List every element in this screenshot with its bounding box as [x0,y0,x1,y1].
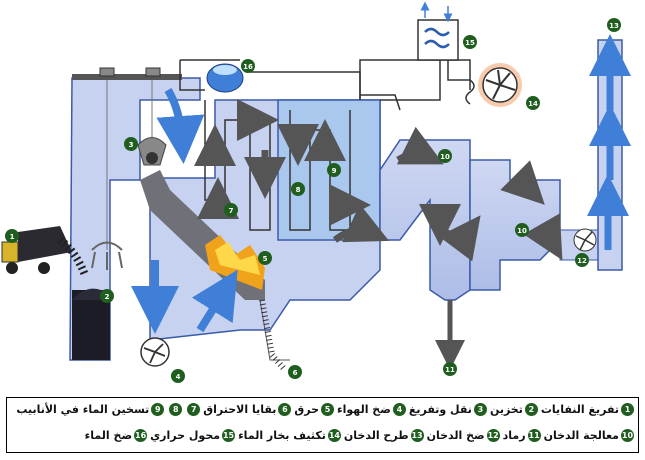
badge-6: 6 [288,365,302,379]
legend-item: 7 [185,403,201,416]
legend-label: تكثيف بخار الماء [238,429,326,442]
legend-number: 14 [327,429,341,442]
legend-label: ضخ الماء [84,429,133,442]
svg-text:15: 15 [465,39,475,47]
legend-number: 4 [392,403,406,416]
svg-text:3: 3 [129,141,134,149]
heat-exchanger [417,1,475,105]
grab-claw-full [137,137,167,166]
legend-number: 10 [621,429,634,442]
svg-text:10: 10 [440,153,450,161]
legend-number: 5 [321,403,335,416]
badge-16: 16 [241,59,255,73]
badge-8: 8 [291,182,305,196]
svg-text:6: 6 [293,369,298,377]
legend-item: 8 [167,403,183,416]
svg-text:2: 2 [105,293,110,301]
incinerator-diagram: 1 2 3 4 5 6 7 8 9 10 10 11 12 13 14 15 1… [1,1,631,383]
badge-7: 7 [224,203,238,217]
badge-10a: 10 [438,149,452,163]
badge-1: 1 [5,229,19,243]
svg-text:10: 10 [517,227,527,235]
legend-label: نقل وتفريغ [408,403,472,416]
legend-number: 13 [410,429,424,442]
legend-number: 2 [524,403,538,416]
svg-text:12: 12 [577,257,587,265]
badge-10b: 10 [515,223,529,237]
legend-label: معالجة الدخان [543,429,619,442]
legend-number: 15 [222,429,236,442]
legend-number: 9 [151,403,165,416]
legend-label: حرق [294,403,320,416]
svg-text:14: 14 [528,100,538,108]
svg-text:16: 16 [243,63,253,71]
svg-text:1: 1 [10,233,15,241]
svg-text:7: 7 [229,207,234,215]
legend-number: 12 [486,429,500,442]
svg-text:9: 9 [332,167,337,175]
legend-label: محول حراري [150,429,221,442]
legend-number: 6 [278,403,292,416]
badge-9: 9 [327,163,341,177]
steam-pipe [359,59,471,101]
legend-label: تفريغ النفايات [540,403,619,416]
badge-13: 13 [607,18,621,32]
grab-claw-empty [91,241,123,270]
legend-number: 1 [621,403,634,416]
smoke-treatment [379,139,561,301]
badge-2: 2 [100,289,114,303]
air-flow-arrows [131,34,631,334]
svg-text:5: 5 [263,255,268,263]
legend-label: ضخ الدخان [426,429,485,442]
crane-rail [72,67,182,250]
ash-hopper [259,299,465,372]
water-pump [179,59,401,111]
badge-5: 5 [258,251,272,265]
badge-12: 12 [575,253,589,267]
svg-text:11: 11 [445,366,455,374]
badge-4: 4 [171,369,185,383]
badge-15: 15 [463,35,477,49]
legend-label: ضخ الهواء [337,403,391,416]
air-fan [140,337,170,367]
smoke-flow-arrows [194,99,563,262]
legend-number: 11 [527,429,541,442]
legend-label: بقايا الاحتراق [203,403,277,416]
legend-number: 8 [169,403,183,416]
legend-label: تسخين الماء في الأنابيب [16,403,150,416]
badge-14: 14 [526,96,540,110]
svg-text:4: 4 [176,373,181,381]
legend-label: رماد [502,429,526,442]
badge-11: 11 [443,362,457,376]
svg-text:8: 8 [296,186,301,194]
condenser-fan [478,63,522,107]
legend-number: 3 [473,403,487,416]
legend-label: تخزين [489,403,523,416]
svg-text:13: 13 [609,22,619,30]
legend-number: 16 [134,429,148,442]
legend-label: طرح الدخان [343,429,409,442]
badge-3: 3 [124,137,138,151]
garbage-truck [1,226,89,277]
legend-number: 7 [187,403,201,416]
